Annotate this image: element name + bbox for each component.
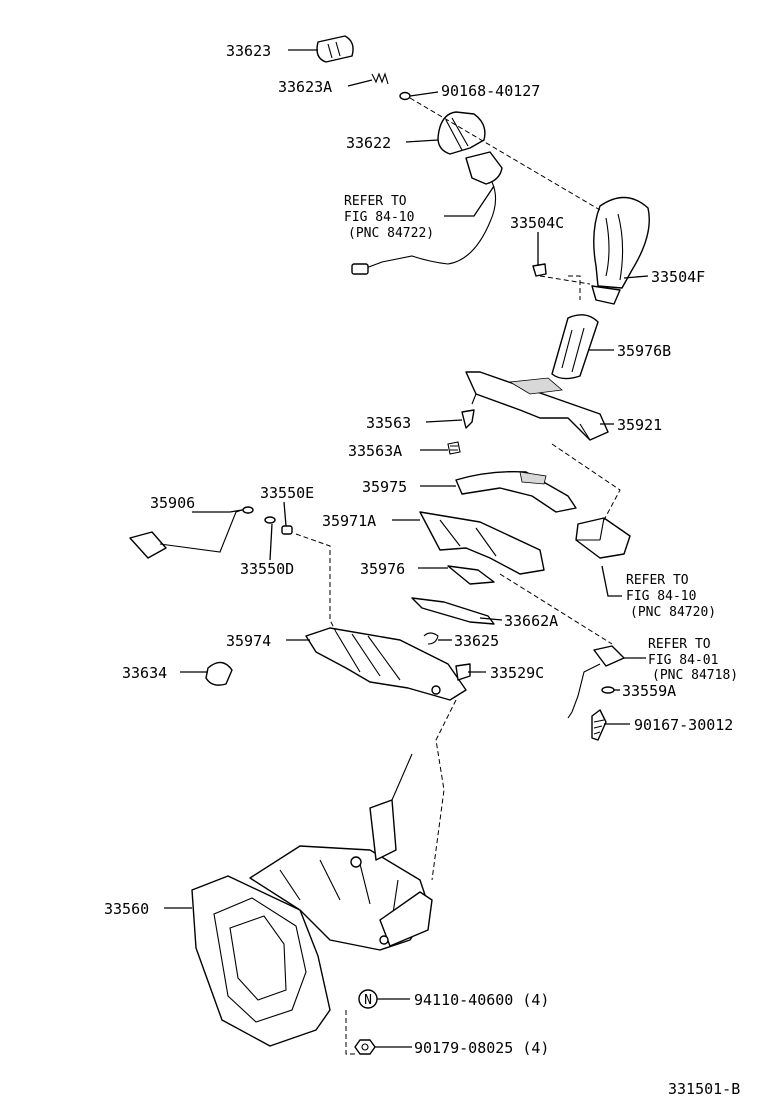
part-33662A-slider bbox=[411, 597, 495, 625]
label-90168-40127: 90168-40127 bbox=[441, 82, 540, 100]
label-90179-08025: 90179-08025 (4) bbox=[414, 1039, 549, 1057]
label-35921: 35921 bbox=[617, 416, 662, 434]
label-35906: 35906 bbox=[150, 494, 195, 512]
part-90179-nut bbox=[354, 1039, 376, 1055]
part-33559A-washer bbox=[601, 686, 615, 694]
part-33529C-screw bbox=[455, 663, 471, 681]
label-90167-30012: 90167-30012 bbox=[634, 716, 733, 734]
ref-note-84720: REFER TO FIG 84-10 (PNC 84720) bbox=[626, 573, 716, 620]
marker-n-letter: N bbox=[364, 993, 372, 1008]
ref-note-84718: REFER TO FIG 84-01 (PNC 84718) bbox=[648, 637, 738, 683]
label-33550E: 33550E bbox=[260, 484, 314, 502]
label-33634: 33634 bbox=[122, 664, 167, 682]
part-33550-clips bbox=[264, 516, 293, 535]
label-33623: 33623 bbox=[226, 42, 271, 60]
ref-84722-line1: REFER TO bbox=[344, 194, 407, 209]
ref-84720-line3: (PNC 84720) bbox=[630, 605, 716, 620]
wire-harness-84722 bbox=[351, 181, 497, 275]
ref-84718-line2: FIG 84-01 bbox=[648, 653, 718, 668]
label-35974: 35974 bbox=[226, 632, 271, 650]
part-35975-plate bbox=[455, 471, 577, 513]
label-33550D: 33550D bbox=[240, 560, 294, 578]
part-33634-knob bbox=[205, 661, 233, 686]
label-33625: 33625 bbox=[454, 632, 499, 650]
label-35975: 35975 bbox=[362, 478, 407, 496]
part-33563-pin bbox=[447, 409, 475, 455]
label-33622: 33622 bbox=[346, 134, 391, 152]
marker-n-symbol: N bbox=[358, 989, 378, 1009]
ref-note-84722: REFER TO FIG 84-10 (PNC 84722) bbox=[344, 194, 434, 241]
label-33662A: 33662A bbox=[504, 612, 558, 630]
connector-84720 bbox=[575, 517, 631, 559]
ref-84722-line2: FIG 84-10 bbox=[344, 210, 414, 225]
figure-code: 331501-B bbox=[668, 1080, 740, 1098]
label-33559A: 33559A bbox=[622, 682, 676, 700]
part-90168-screw bbox=[399, 91, 411, 101]
part-33625-clip bbox=[423, 632, 439, 645]
label-33529C: 33529C bbox=[490, 664, 544, 682]
part-33623-shape bbox=[316, 35, 354, 63]
ref-84720-line2: FIG 84-10 bbox=[626, 589, 696, 604]
label-33504C: 33504C bbox=[510, 214, 564, 232]
leader-lines bbox=[164, 49, 649, 1048]
part-labels: 33623 33623A 90168-40127 33622 33504C 33… bbox=[104, 42, 733, 1057]
link-84718 bbox=[567, 645, 625, 719]
label-33560: 33560 bbox=[104, 900, 149, 918]
label-35976: 35976 bbox=[360, 560, 405, 578]
label-94110-40600: 94110-40600 (4) bbox=[414, 991, 549, 1009]
part-33623A-spring bbox=[371, 72, 389, 85]
label-35971A: 35971A bbox=[322, 512, 376, 530]
part-33560-base bbox=[191, 753, 433, 1047]
part-33504F-knob bbox=[591, 196, 650, 305]
label-33504F: 33504F bbox=[651, 268, 705, 286]
part-35906-cable bbox=[129, 506, 254, 559]
label-33623A: 33623A bbox=[278, 78, 332, 96]
part-35976-plate bbox=[447, 565, 495, 585]
label-35976B: 35976B bbox=[617, 342, 671, 360]
part-35976B-boot bbox=[551, 314, 599, 380]
label-33563A: 33563A bbox=[348, 442, 402, 460]
ref-84718-line1: REFER TO bbox=[648, 637, 711, 652]
ref-84718-line3: (PNC 84718) bbox=[652, 668, 738, 683]
assembly-dashed-lines bbox=[295, 97, 621, 1055]
part-35921-cover bbox=[465, 371, 609, 441]
part-33504C-screw bbox=[532, 263, 547, 277]
label-33563: 33563 bbox=[366, 414, 411, 432]
ref-84722-line3: (PNC 84722) bbox=[348, 226, 434, 241]
part-90167-bolt bbox=[591, 709, 607, 741]
part-35974-gate bbox=[305, 627, 467, 701]
ref-84720-line1: REFER TO bbox=[626, 573, 689, 588]
part-33622-shape bbox=[437, 111, 503, 185]
part-35971A-bracket bbox=[419, 511, 545, 575]
